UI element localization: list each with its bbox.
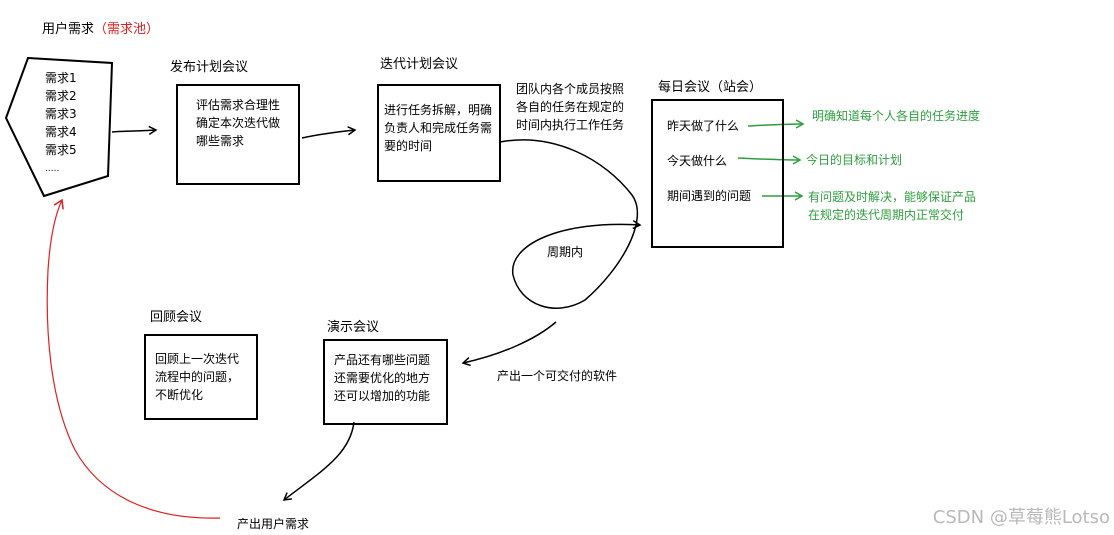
release-meeting-box: 评估需求合理性 确定本次迭代做 哪些需求 [176,84,300,185]
daily-meeting-box: 昨天做了什么 今天做什么 期间遇到的问题 [651,99,784,248]
release-meeting-title: 发布计划会议 [170,60,249,75]
green-arrow-2 [737,155,802,165]
arrow-demo-to-output [282,421,355,501]
iteration-meeting-box: 进行任务拆解，明确 负责人和完成任务需 要的时间 [377,84,501,182]
pool-item: 需求5 [45,143,77,157]
demo-line: 产品还有哪些问题 [334,353,431,367]
demo-meeting-title: 演示会议 [327,320,380,335]
pool-title: 用户需求（需求池） [42,22,159,38]
pool-title-paren: （需求池） [94,22,160,37]
pool-item: 需求4 [45,125,77,139]
daily-item: 今天做什么 [667,154,728,168]
daily-meeting-title: 每日会议（站会） [658,80,763,95]
iteration-meeting-title: 迭代计划会议 [380,57,459,72]
pool-item: 需求3 [45,107,77,121]
arrow-pool-to-release [111,125,158,136]
iteration-line: 进行任务拆解，明确 [384,103,493,117]
daily-note-issues-line: 在规定的迭代周期内正常交付 [808,208,965,222]
release-line: 确定本次迭代做 [196,116,281,130]
team-note-line: 各自的任务在规定的 [516,100,625,114]
daily-item: 期间遇到的问题 [667,189,752,203]
arrow-to-demo [461,321,557,367]
team-note-line: 时间内执行工作任务 [516,118,625,132]
arrow-release-to-iteration [301,126,357,139]
iteration-line: 要的时间 [384,139,433,153]
csdn-watermark: CSDN @草莓熊Lotso [932,507,1110,528]
pool-item: ..... [45,164,60,174]
release-line: 评估需求合理性 [196,98,281,112]
release-line: 哪些需求 [196,134,245,148]
feedback-arrow-red [46,198,221,519]
cycle-label: 周期内 [547,245,584,259]
daily-note-progress: 明确知道每个人各自的任务进度 [812,109,981,123]
pool-item: 需求1 [45,71,77,85]
daily-note-issues: 有问题及时解决，能够保证产品 在规定的迭代周期内正常交付 [808,188,976,224]
iteration-line: 负责人和完成任务需 [384,121,493,135]
team-note-line: 团队内各个成员按照 [516,82,625,96]
review-line: 流程中的问题， [155,370,240,384]
review-meeting-title: 回顾会议 [150,310,203,325]
demo-line: 还可以增加的功能 [334,389,431,403]
demo-meeting-box: 产品还有哪些问题 还需要优化的地方 还可以增加的功能 [323,339,448,425]
demo-line: 还需要优化的地方 [334,371,431,385]
green-arrow-1 [747,119,805,129]
pool-item: 需求2 [45,89,77,103]
review-meeting-box: 回顾上一次迭代 流程中的问题， 不断优化 [144,334,258,420]
review-line: 回顾上一次迭代 [155,352,240,366]
pool-title-main: 用户需求 [42,22,95,37]
review-line: 不断优化 [155,388,204,402]
team-execution-note: 团队内各个成员按照 各自的任务在规定的 时间内执行工作任务 [516,80,624,134]
requirement-pool-shape [4,56,114,198]
daily-item: 昨天做了什么 [667,119,740,133]
daily-note-goal: 今日的目标和计划 [806,153,903,167]
arrow-iteration-to-daily [499,139,642,309]
deliverable-label: 产出一个可交付的软件 [497,369,618,383]
daily-note-issues-line: 有问题及时解决，能够保证产品 [808,190,977,204]
output-requirements-label: 产出用户需求 [237,517,310,531]
